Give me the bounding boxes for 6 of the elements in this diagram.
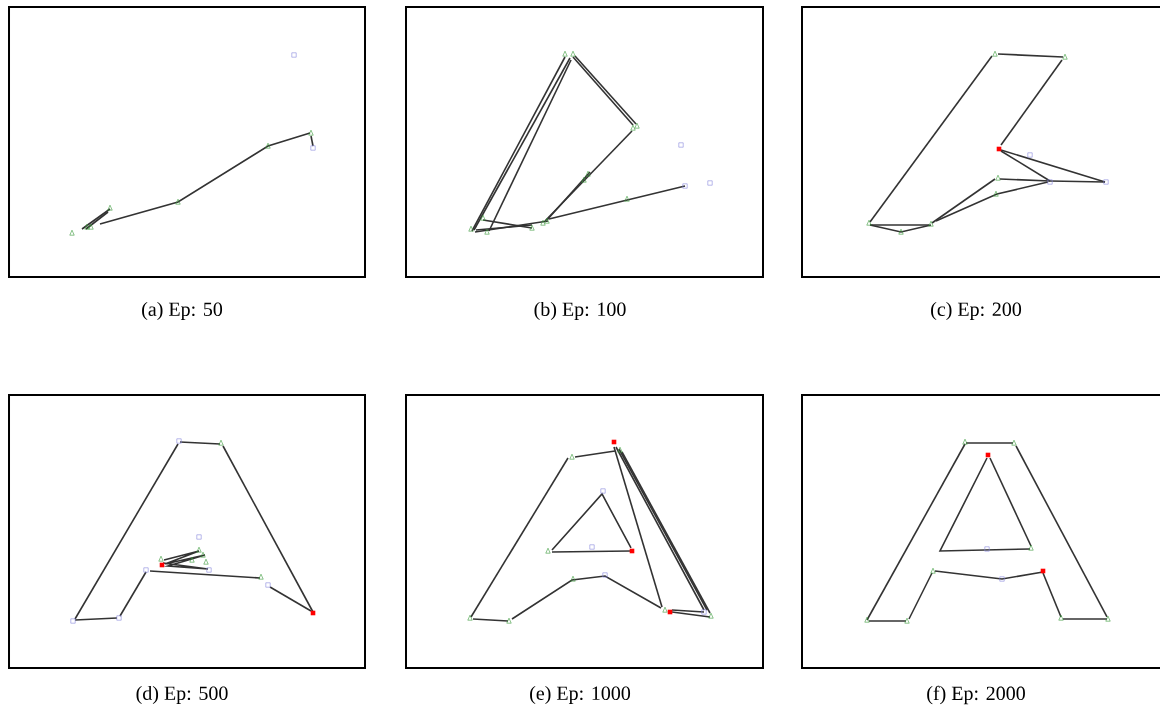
- caption: (e) Ep: 1000: [530, 685, 631, 705]
- caption: (a) Ep: 50: [142, 301, 223, 321]
- caption: (d) Ep: 500: [136, 685, 228, 705]
- caption: (c) Ep: 200: [931, 301, 1022, 321]
- caption: (b) Ep: 100: [534, 301, 626, 321]
- caption: (f) Ep: 2000: [927, 685, 1025, 705]
